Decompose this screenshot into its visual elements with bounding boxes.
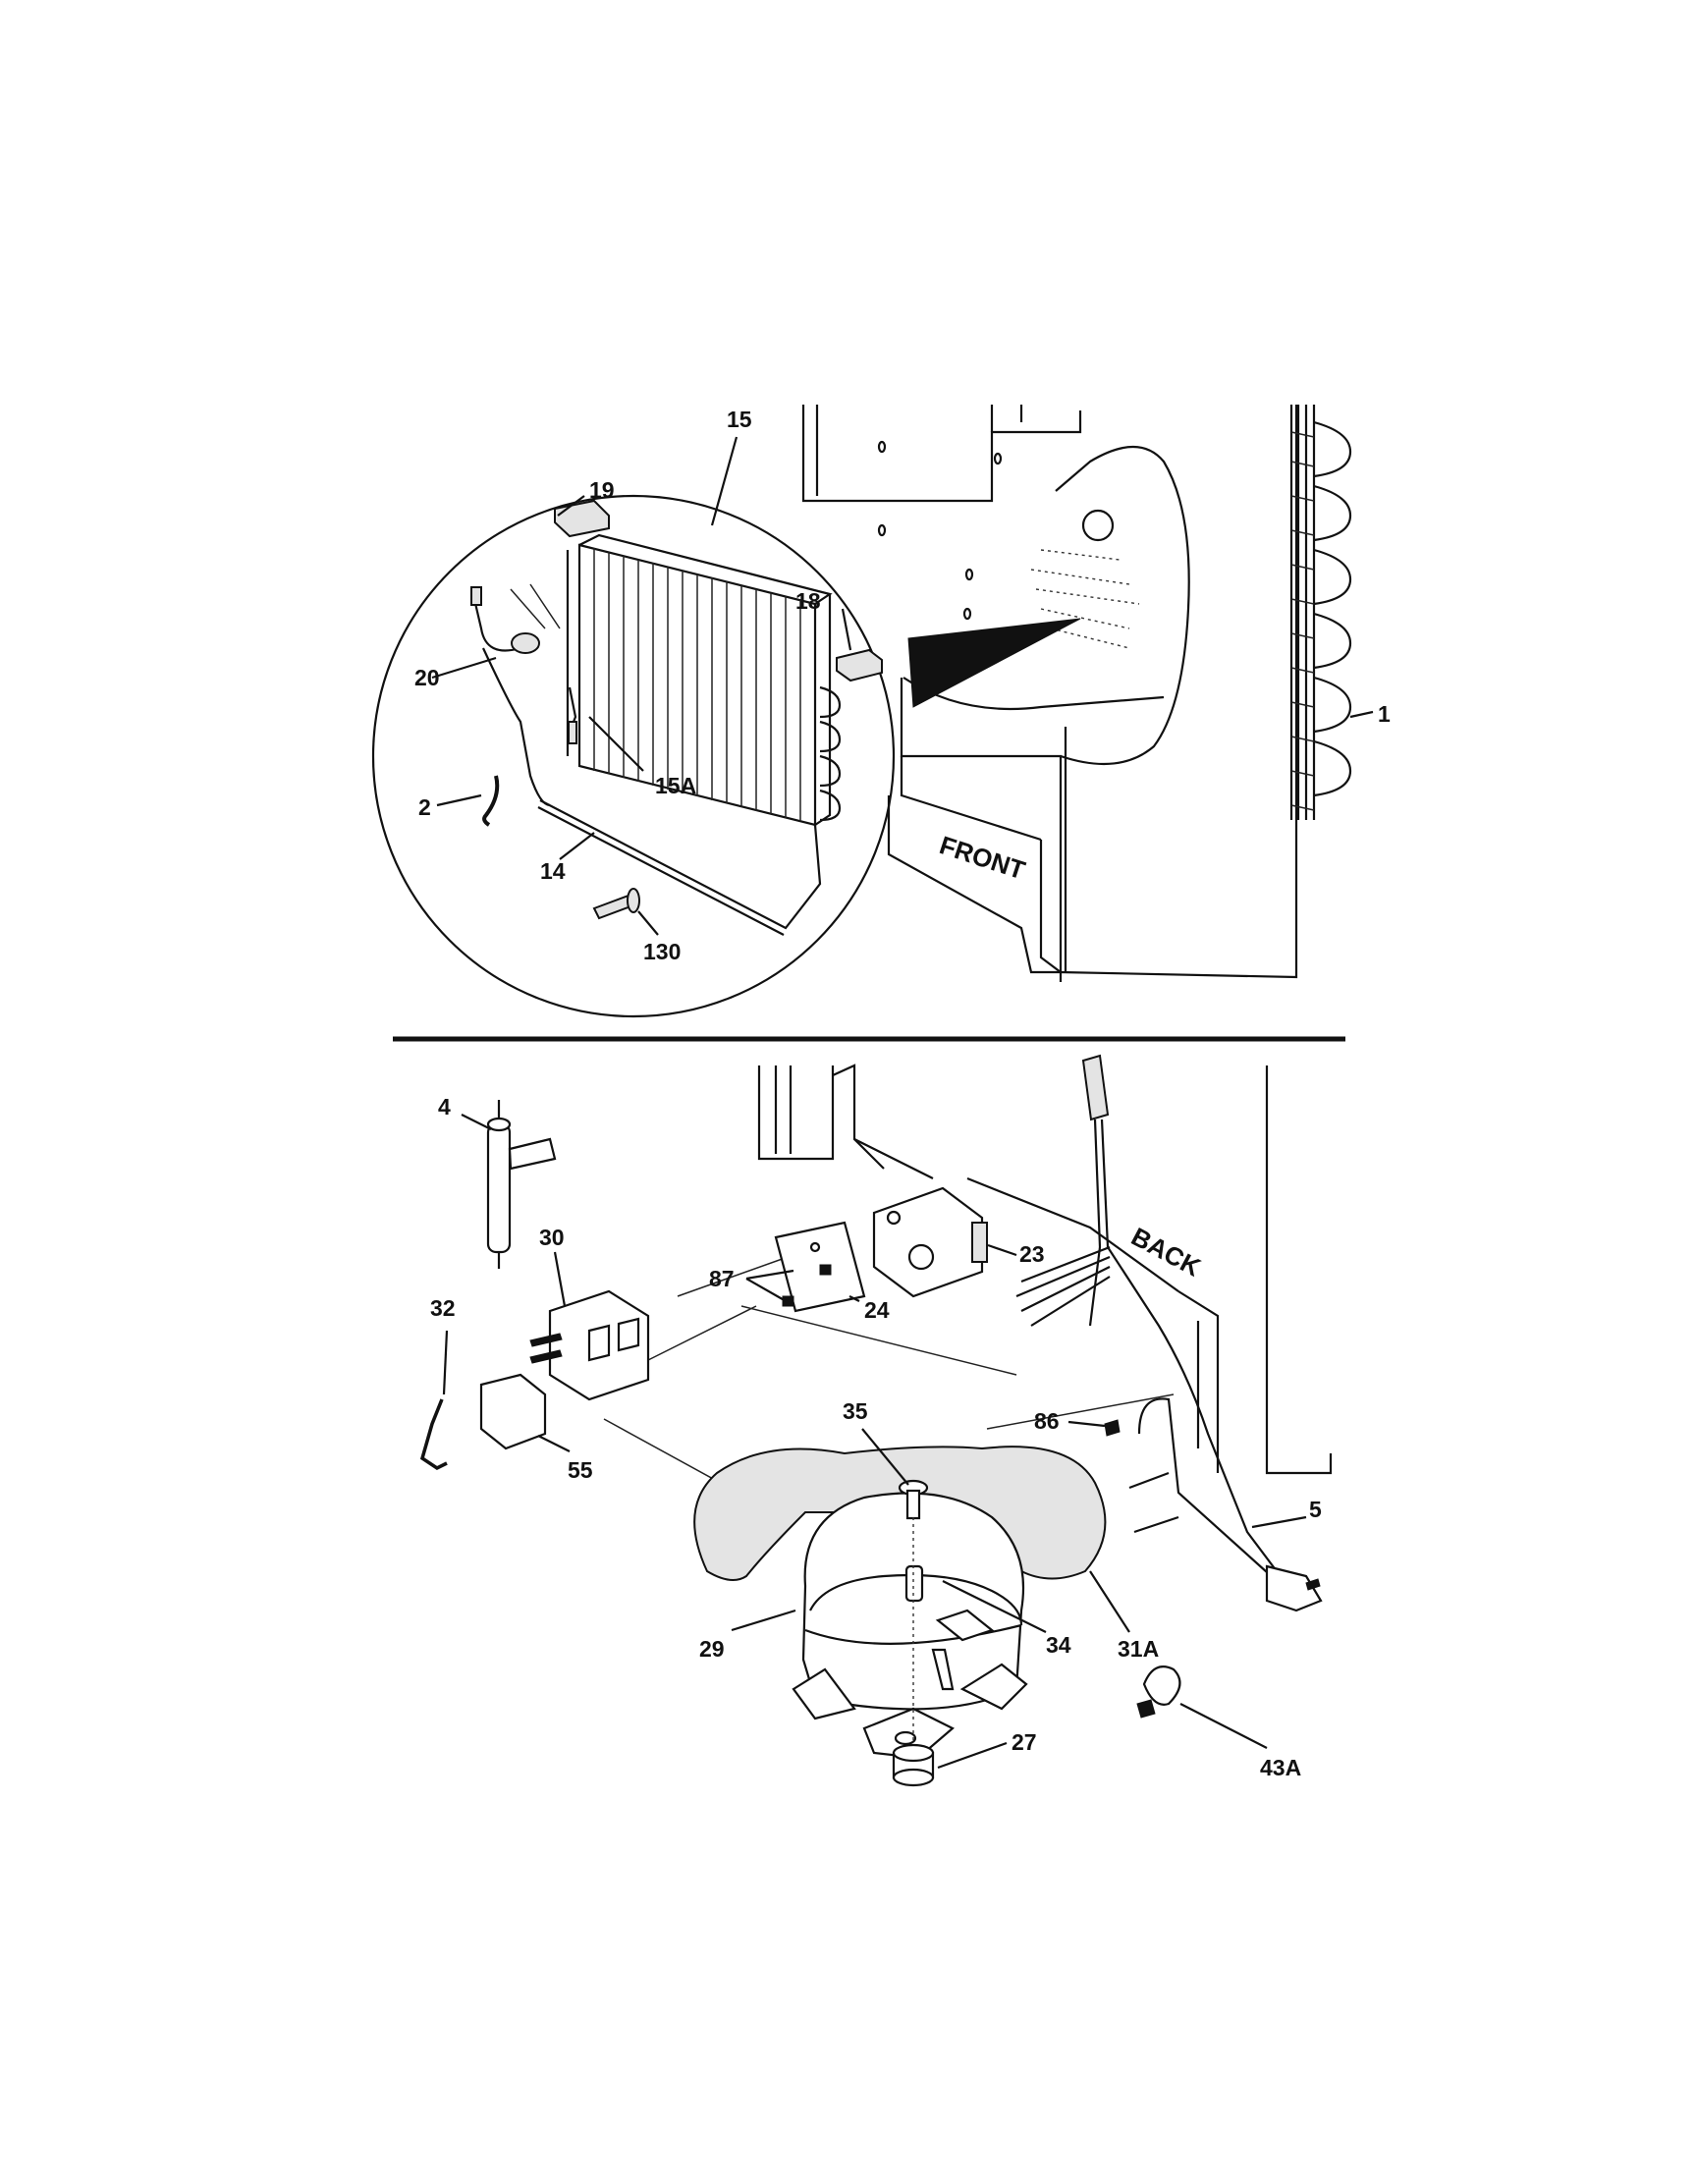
mounting-guide-lines xyxy=(603,1246,1175,1503)
thermostat-20 xyxy=(470,583,561,807)
part-32-wire xyxy=(419,1398,448,1471)
wire-harness xyxy=(1015,1054,1278,1572)
leader-lines xyxy=(431,436,1374,1770)
part-5-cord xyxy=(1128,1397,1323,1612)
part-55-cover xyxy=(479,1373,547,1450)
defrost-heater xyxy=(537,799,822,936)
label-5: 5 xyxy=(1309,1497,1322,1522)
evaporator xyxy=(566,533,842,827)
part-2 xyxy=(482,775,500,827)
label-15a: 15A xyxy=(655,773,696,798)
part-35-bolt xyxy=(898,1479,929,1520)
label-34: 34 xyxy=(1046,1632,1071,1658)
label-86: 86 xyxy=(1034,1408,1060,1434)
condenser-coil xyxy=(1289,405,1352,820)
label-14: 14 xyxy=(540,858,566,884)
label-55: 55 xyxy=(568,1457,593,1483)
label-31a: 31A xyxy=(1118,1636,1159,1662)
part-86-screw xyxy=(1104,1419,1121,1437)
part-18 xyxy=(836,648,883,682)
label-27: 27 xyxy=(1012,1729,1037,1755)
label-18: 18 xyxy=(795,588,821,614)
cabinet-lower xyxy=(757,1064,1333,1475)
label-4: 4 xyxy=(438,1094,451,1119)
part-23-timer xyxy=(872,1186,988,1298)
label-20: 20 xyxy=(414,665,440,690)
part-19 xyxy=(554,499,610,538)
cabinet-body xyxy=(801,405,1298,982)
label-130: 130 xyxy=(643,939,681,964)
label-15: 15 xyxy=(727,407,752,432)
part-43a-clamp xyxy=(1136,1665,1181,1719)
label-back: BACK xyxy=(1126,1222,1206,1283)
part-34-sleeve xyxy=(904,1564,924,1603)
label-1: 1 xyxy=(1378,701,1391,727)
label-32: 32 xyxy=(430,1295,456,1321)
detail-circle xyxy=(371,494,896,1018)
label-30: 30 xyxy=(539,1225,565,1250)
label-front: FRONT xyxy=(936,830,1029,885)
part-27-grommet xyxy=(892,1743,935,1787)
part-29-compressor xyxy=(792,1492,1028,1760)
detail-projection xyxy=(907,618,1081,708)
label-35: 35 xyxy=(843,1398,868,1424)
part-87-screws xyxy=(782,1264,832,1307)
part-4-drier xyxy=(486,1100,557,1269)
label-19: 19 xyxy=(589,477,615,503)
label-29: 29 xyxy=(699,1636,725,1662)
label-24: 24 xyxy=(864,1297,890,1323)
part-30-relay xyxy=(529,1289,650,1401)
label-23: 23 xyxy=(1019,1241,1045,1267)
label-2: 2 xyxy=(418,794,431,820)
label-87: 87 xyxy=(709,1266,735,1291)
part-130 xyxy=(592,888,640,920)
label-43a: 43A xyxy=(1260,1755,1301,1780)
